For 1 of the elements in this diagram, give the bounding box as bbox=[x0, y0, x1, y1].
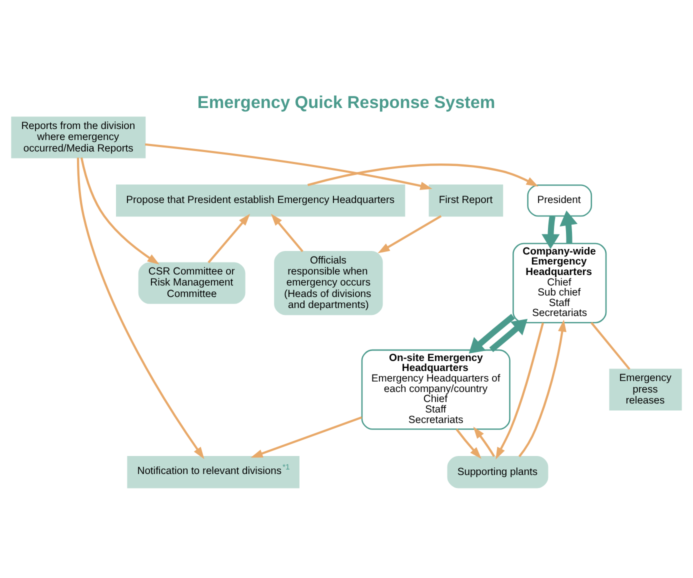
diagram-title: Emergency Quick Response System bbox=[197, 91, 496, 112]
